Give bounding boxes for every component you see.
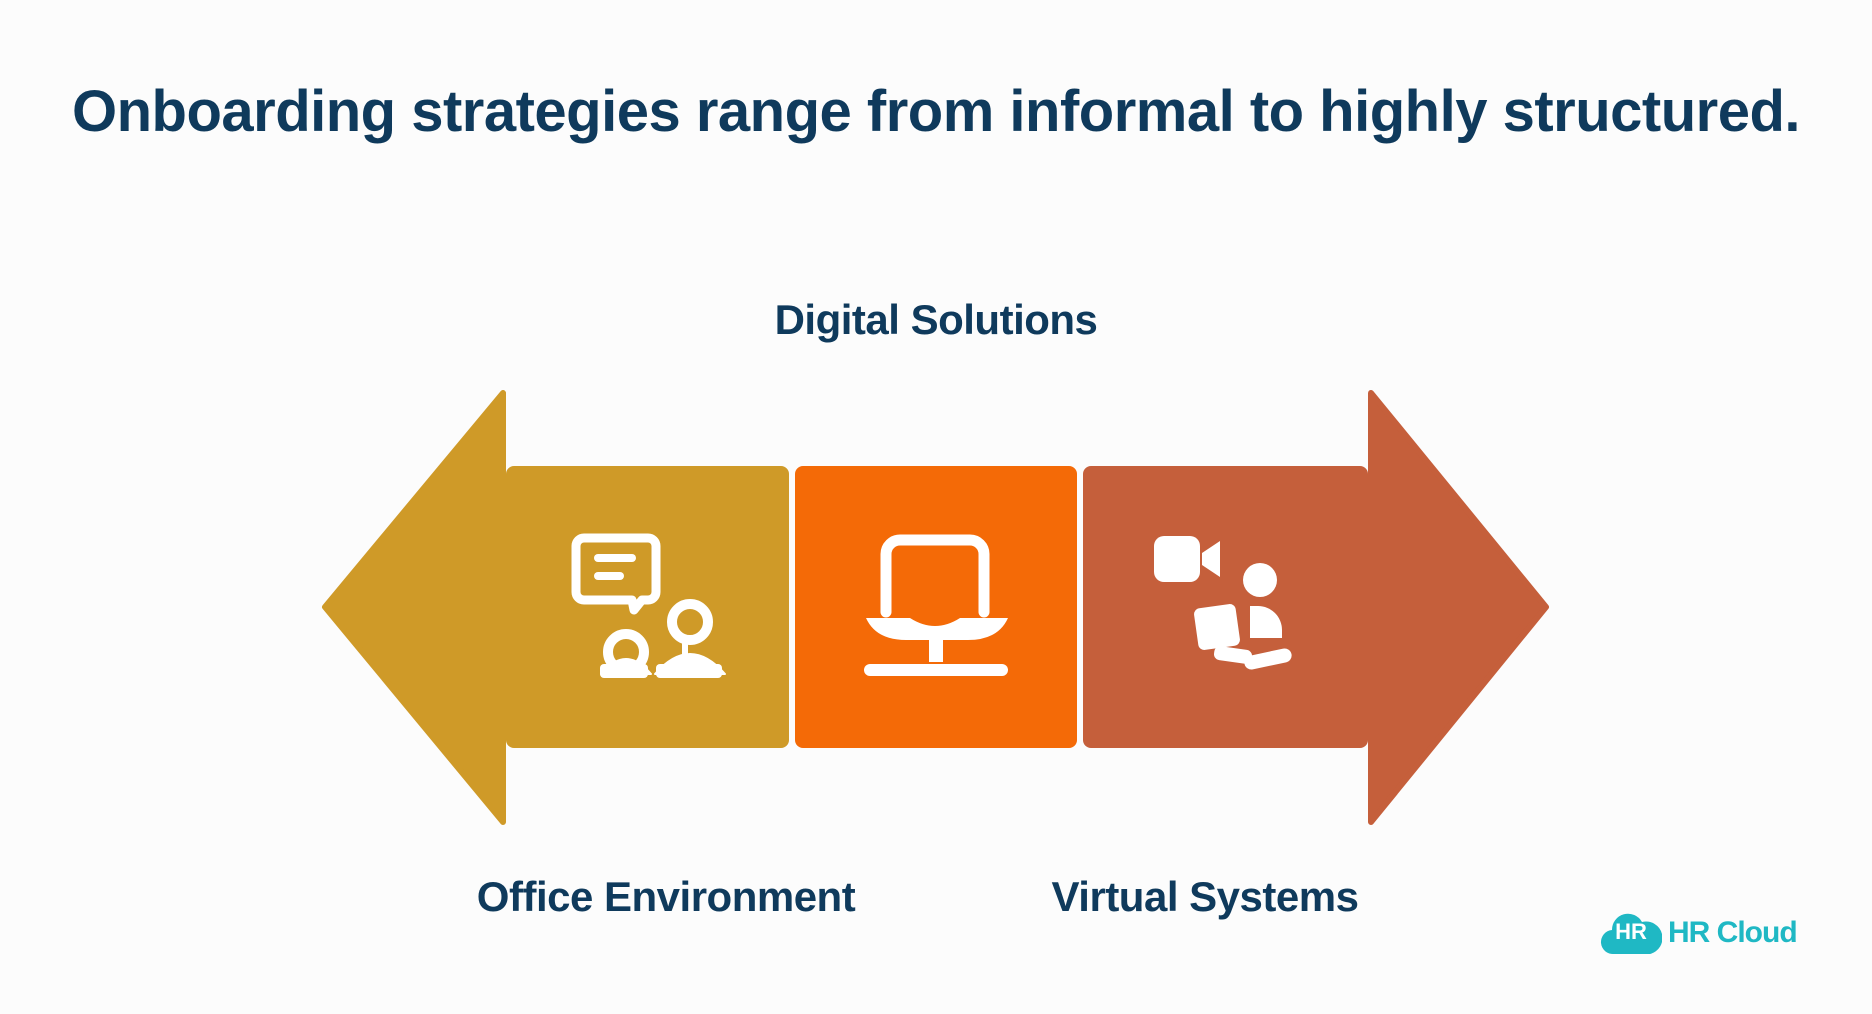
computer-icon [864,534,1008,676]
left-arrowhead [322,390,506,825]
hr-cloud-logo: HR HR Cloud [1600,908,1798,958]
segment-digital-solutions [795,466,1077,748]
logo-badge: HR [1615,919,1647,944]
label-office-environment: Office Environment [476,873,856,920]
right-arrowhead [1368,390,1549,825]
label-virtual-systems: Virtual Systems [1051,873,1359,920]
label-digital-solutions: Digital Solutions [774,296,1098,343]
logo-text: HR Cloud [1668,916,1798,949]
page-title: Onboarding strategies range from informa… [71,79,1801,144]
cloud-icon: HR [1600,910,1662,956]
chat-people-figures [600,640,722,678]
segment-office-environment [506,466,789,748]
video-remote-worker-icon [1154,536,1292,670]
